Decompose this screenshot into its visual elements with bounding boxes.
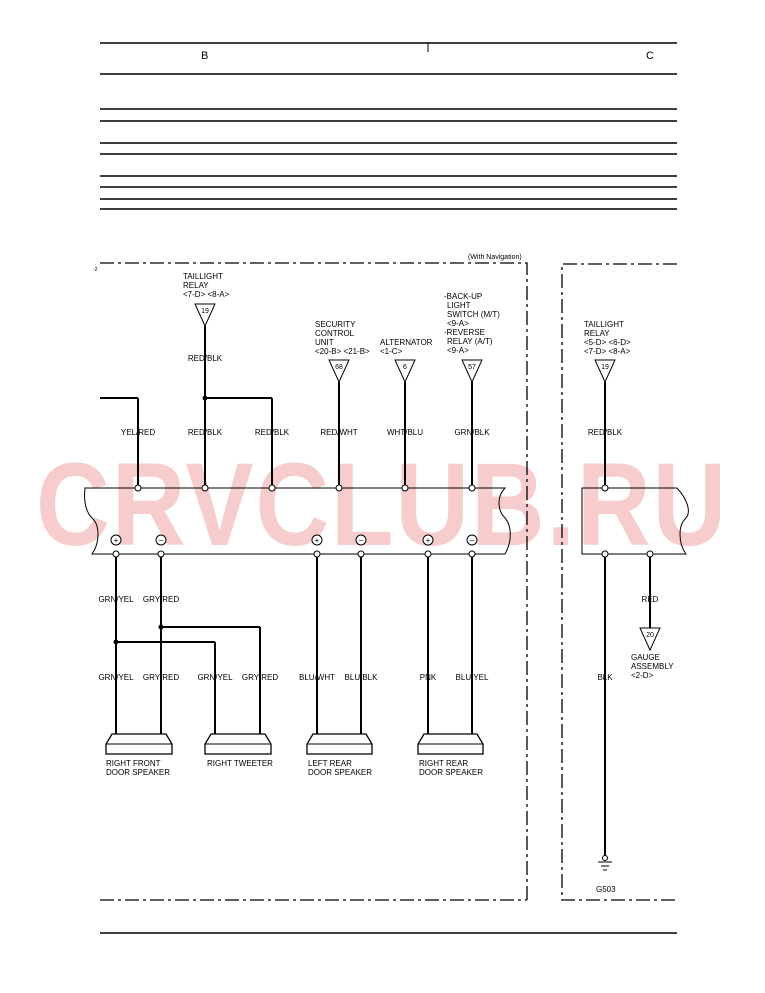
- watermark: CRVCLUB.RU: [36, 439, 728, 571]
- ground-symbol: G503: [596, 855, 616, 894]
- svg-text:DOOR SPEAKER: DOOR SPEAKER: [106, 768, 170, 777]
- svg-text:-REVERSE: -REVERSE: [444, 328, 485, 337]
- taillight-relay-connector: TAILLIGHT RELAY <7-D> <8-A> 19: [183, 272, 230, 328]
- lower-wires: [115, 557, 651, 858]
- ground-label: G503: [596, 885, 616, 894]
- wire-label: RED/BLK: [588, 428, 623, 437]
- wire-label: BLK: [597, 673, 613, 682]
- component-body-right: [581, 487, 689, 555]
- svg-text:19: 19: [601, 364, 609, 371]
- svg-text:20: 20: [646, 632, 654, 639]
- svg-text:-BACK-UP: -BACK-UP: [444, 292, 482, 301]
- alternator-connector: ALTERNATOR <1-C> 6: [380, 338, 433, 384]
- svg-text:<7-D> <8-A>: <7-D> <8-A>: [183, 290, 230, 299]
- splice-dot: [113, 639, 119, 645]
- wire-label: GRN/YEL: [98, 595, 134, 604]
- svg-text:<1-C>: <1-C>: [380, 347, 403, 356]
- taillight-relay-connector-right: TAILLIGHT RELAY <5-D> <6-D> <7-D> <8-A> …: [584, 320, 631, 384]
- header-rules: [100, 42, 677, 210]
- svg-text:<2-D>: <2-D>: [631, 671, 654, 680]
- component-body-left: [84, 487, 511, 555]
- svg-text:19: 19: [201, 308, 209, 315]
- svg-text:+: +: [426, 536, 431, 545]
- polarity-markers: + − + − + −: [110, 534, 478, 546]
- svg-text:−: −: [470, 536, 475, 545]
- security-control-unit-connector: SECURITY CONTROL UNIT <20-B> <21-B> 68: [315, 320, 370, 384]
- svg-text:ASSEMBLY: ASSEMBLY: [631, 662, 674, 671]
- svg-text:GAUGE: GAUGE: [631, 653, 660, 662]
- svg-text:<5-D> <6-D>: <5-D> <6-D>: [584, 338, 631, 347]
- right-rear-door-speaker: RIGHT REAR DOOR SPEAKER: [417, 733, 484, 777]
- wire-label: RED/BLK: [255, 428, 290, 437]
- wire-label: GRN/BLK: [454, 428, 490, 437]
- svg-text:SECURITY: SECURITY: [315, 320, 356, 329]
- svg-text:SWITCH (M/T): SWITCH (M/T): [447, 310, 500, 319]
- option-boundary: [100, 262, 677, 901]
- wire-label: GRY/RED: [143, 673, 180, 682]
- svg-text:+: +: [315, 536, 320, 545]
- wire-label: RED/BLK: [188, 354, 223, 363]
- wire-label: YEL/RED: [121, 428, 155, 437]
- svg-text:RELAY: RELAY: [183, 281, 209, 290]
- top-terminals: [134, 484, 609, 492]
- svg-text:RELAY: RELAY: [584, 329, 610, 338]
- svg-text:−: −: [359, 536, 364, 545]
- upper-wires: [100, 326, 606, 488]
- svg-text:+: +: [114, 536, 119, 545]
- svg-text:6: 6: [403, 364, 407, 371]
- svg-text:CONTROL: CONTROL: [315, 329, 355, 338]
- wire-label: BLU/WHT: [299, 673, 335, 682]
- svg-text:ALTERNATOR: ALTERNATOR: [380, 338, 433, 347]
- wire-label: RED/BLK: [188, 428, 223, 437]
- wire-label: BLU/YEL: [456, 673, 489, 682]
- svg-text:<7-D> <8-A>: <7-D> <8-A>: [584, 347, 631, 356]
- svg-text:UNIT: UNIT: [315, 338, 334, 347]
- svg-text:RIGHT REAR: RIGHT REAR: [419, 759, 468, 768]
- svg-text:LEFT REAR: LEFT REAR: [308, 759, 352, 768]
- svg-text:57: 57: [468, 364, 476, 371]
- page-mark: -2: [93, 267, 98, 273]
- svg-text:−: −: [159, 536, 164, 545]
- gauge-assembly-connector: 20 GAUGE ASSEMBLY <2-D>: [631, 627, 674, 680]
- wire-label: RED: [642, 595, 659, 604]
- svg-text:<9-A>: <9-A>: [447, 319, 469, 328]
- wire-label: GRN/YEL: [98, 673, 134, 682]
- wire-label: WHT/BLU: [387, 428, 423, 437]
- svg-text:TAILLIGHT: TAILLIGHT: [183, 272, 223, 281]
- svg-text:LIGHT: LIGHT: [447, 301, 471, 310]
- column-label-c: C: [646, 50, 654, 62]
- svg-text:TAILLIGHT: TAILLIGHT: [584, 320, 624, 329]
- wire-label: BLU/BLK: [345, 673, 379, 682]
- right-tweeter: RIGHT TWEETER: [204, 733, 273, 768]
- wire-label: GRY/RED: [143, 595, 180, 604]
- wire-label: GRY/RED: [242, 673, 279, 682]
- svg-text:RIGHT TWEETER: RIGHT TWEETER: [207, 759, 273, 768]
- svg-text:RIGHT FRONT: RIGHT FRONT: [106, 759, 161, 768]
- column-label-b: B: [201, 50, 208, 62]
- svg-text:<20-B> <21-B>: <20-B> <21-B>: [315, 347, 370, 356]
- svg-text:RELAY (A/T): RELAY (A/T): [447, 337, 493, 346]
- svg-text:DOOR SPEAKER: DOOR SPEAKER: [419, 768, 483, 777]
- wire-label: GRN/YEL: [197, 673, 233, 682]
- backup-light-switch-connector: -BACK-UP LIGHT SWITCH (M/T) <9-A> -REVER…: [444, 292, 500, 384]
- splice-dot: [158, 624, 164, 630]
- svg-text:68: 68: [335, 364, 343, 371]
- right-front-door-speaker: RIGHT FRONT DOOR SPEAKER: [105, 733, 173, 777]
- with-navigation-note: (With Navigation): [468, 254, 522, 261]
- wire-label: PNK: [420, 673, 437, 682]
- left-rear-door-speaker: LEFT REAR DOOR SPEAKER: [306, 733, 373, 777]
- svg-text:<9-A>: <9-A>: [447, 346, 469, 355]
- svg-text:DOOR SPEAKER: DOOR SPEAKER: [308, 768, 372, 777]
- splice-dot: [202, 395, 208, 401]
- wire-label: RED/WHT: [320, 428, 357, 437]
